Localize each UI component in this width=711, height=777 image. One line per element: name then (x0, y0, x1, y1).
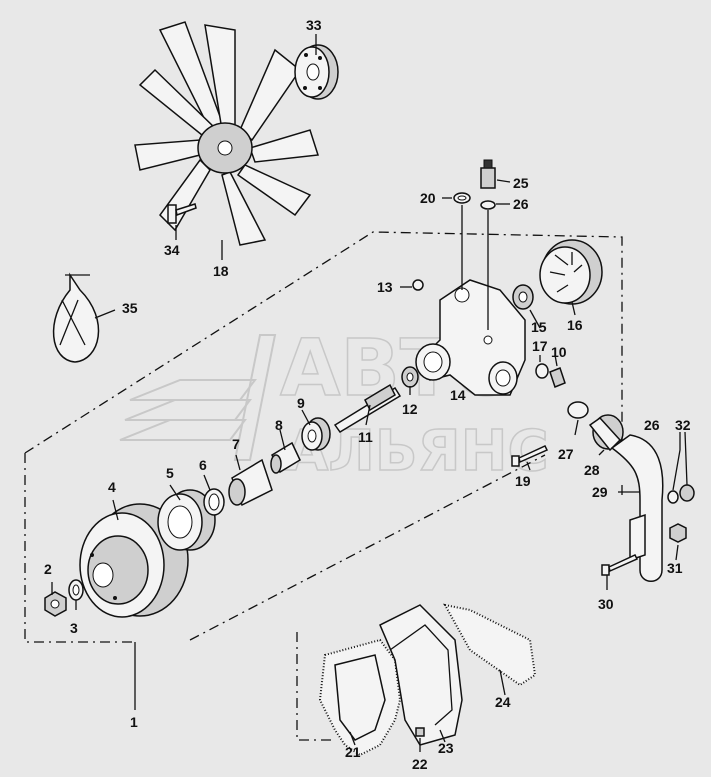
drain-plug (549, 367, 566, 388)
callout-29: 29 (592, 484, 608, 500)
drain-washer (535, 363, 549, 379)
cover-plate (379, 604, 463, 746)
callout-27: 27 (558, 446, 574, 462)
retaining-ring (203, 488, 225, 516)
fan-spacer (294, 44, 339, 100)
housing-bolt (511, 445, 549, 467)
callout-15: 15 (531, 319, 547, 335)
gasket-boundary (296, 632, 335, 741)
callout-23: 23 (438, 740, 454, 756)
callout-22: 22 (412, 756, 428, 772)
callout-19: 19 (515, 473, 531, 489)
bearing-front (157, 489, 216, 551)
callout-20: 20 (420, 190, 436, 206)
callout-21: 21 (345, 744, 361, 760)
callout-24: 24 (495, 694, 511, 710)
impeller (539, 239, 603, 305)
callout-6: 6 (199, 457, 207, 473)
callout-9: 9 (297, 395, 305, 411)
callout-26a: 26 (513, 196, 529, 212)
pump-shaft (333, 383, 402, 433)
temperature-sensor (480, 159, 496, 189)
assembly-boundary-lower (189, 454, 546, 641)
callout-4: 4 (108, 479, 116, 495)
seal-bag (52, 272, 100, 363)
callout-labels: 33 34 18 35 4 5 6 7 8 9 11 12 14 13 20 2… (44, 17, 691, 772)
bearing-rear (301, 417, 331, 451)
callout-1: 1 (130, 714, 138, 730)
shaft-seal (401, 366, 419, 388)
callout-32: 32 (675, 417, 691, 433)
shaft-sleeve (270, 441, 301, 474)
hose-clamp (567, 401, 589, 419)
leader-lines (51, 34, 688, 752)
impeller-seal (512, 284, 534, 310)
callout-31: 31 (667, 560, 683, 576)
callout-17: 17 (532, 338, 548, 354)
callout-18: 18 (213, 263, 229, 279)
callout-8: 8 (275, 417, 283, 433)
callout-26b: 26 (644, 417, 660, 433)
coolant-pipe (610, 434, 664, 582)
callout-33: 33 (306, 17, 322, 33)
callout-3: 3 (70, 620, 78, 636)
callout-14: 14 (450, 387, 466, 403)
pipe-nut (669, 523, 687, 543)
o-ring (453, 192, 471, 204)
spacer-sleeve (228, 458, 273, 507)
pipe-plug-washer (667, 490, 679, 504)
callout-30: 30 (598, 596, 614, 612)
callout-34: 34 (164, 242, 180, 258)
callout-10: 10 (551, 344, 567, 360)
fan (134, 21, 319, 246)
callout-35: 35 (122, 300, 138, 316)
fan-bolt (167, 203, 197, 224)
pipe-plug (679, 484, 695, 502)
callout-5: 5 (166, 465, 174, 481)
pulley-washer (68, 579, 84, 601)
cover-screw (415, 727, 425, 737)
callout-12: 12 (402, 401, 418, 417)
gasket-small (443, 603, 537, 687)
pipe-bolt (601, 554, 639, 576)
callout-25: 25 (513, 175, 529, 191)
callout-11: 11 (358, 429, 373, 445)
pipe-bracket (629, 513, 646, 562)
watermark-logo-icon (119, 334, 277, 461)
gasket-large (318, 638, 402, 757)
hose-connector (588, 414, 624, 452)
callout-7: 7 (232, 436, 240, 452)
callout-28: 28 (584, 462, 600, 478)
housing-plug (412, 279, 424, 291)
sensor-washer (480, 200, 496, 210)
pulley (79, 503, 189, 618)
callout-16: 16 (567, 317, 583, 333)
callout-2: 2 (44, 561, 52, 577)
pump-housing (415, 279, 526, 396)
callout-13: 13 (377, 279, 393, 295)
pulley-nut (44, 591, 67, 617)
